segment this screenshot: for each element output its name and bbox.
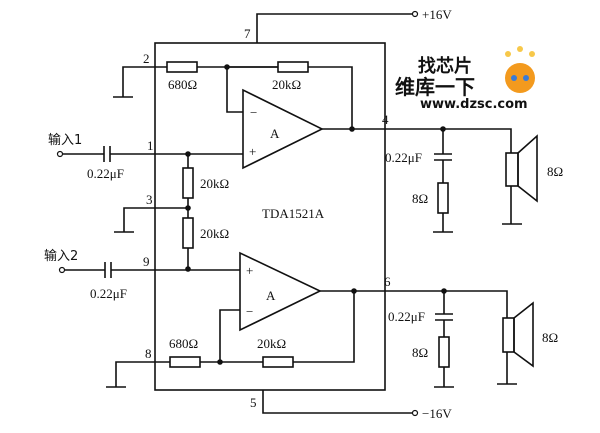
spk2-wire — [470, 290, 508, 384]
spk1-wire — [470, 128, 512, 224]
opamp-top-plus: + — [249, 144, 256, 159]
watermark-url: www.dzsc.com — [420, 97, 528, 112]
input1-terminal[interactable] — [56, 150, 64, 158]
mascot-crown — [505, 51, 511, 57]
zobel1-cap-label: 0.22μF — [385, 150, 422, 165]
pin-8: 8 — [145, 346, 152, 361]
watermark: 找芯片 维库一下 www.dzsc.com — [395, 46, 535, 112]
speaker2-label: 8Ω — [542, 330, 558, 345]
zobel1-capacitor — [434, 153, 452, 161]
input1-label: 输入1 — [48, 132, 82, 148]
watermark-line1: 找芯片 — [418, 55, 472, 77]
wire — [155, 291, 355, 363]
resistor-680-bottom — [169, 356, 201, 368]
speaker1-icon — [505, 152, 519, 187]
vee-wire — [262, 390, 413, 414]
input2-terminal[interactable] — [58, 266, 66, 274]
input1-cap-label: 0.22μF — [87, 166, 124, 181]
capacitor-in2 — [104, 262, 112, 278]
pin-3: 3 — [146, 192, 153, 207]
pin-2: 2 — [143, 51, 150, 66]
pin3-wire — [123, 207, 188, 232]
junction — [185, 266, 191, 272]
capacitor-in1 — [103, 146, 111, 162]
vcc-wire — [256, 13, 413, 43]
pin-6: 6 — [384, 274, 391, 289]
pin2-wire — [122, 66, 155, 97]
pin-7: 7 — [244, 26, 251, 41]
speaker1-label: 8Ω — [547, 164, 563, 179]
resistor-bias-1 — [182, 167, 194, 199]
wire — [219, 309, 240, 362]
resistor-680-top — [166, 61, 198, 73]
speaker1-cone — [517, 134, 538, 203]
resistor-20k-bottom — [262, 356, 294, 368]
r-in-bot-label: 680Ω — [169, 336, 198, 351]
zobel2-capacitor — [435, 313, 453, 321]
opamp-bottom — [239, 251, 322, 332]
zobel2-res-label: 8Ω — [412, 345, 428, 360]
r-bias-1-label: 20kΩ — [200, 176, 229, 191]
vcc-label: +16V — [422, 7, 452, 22]
opamp-bottom-minus: − — [246, 304, 253, 319]
resistor-bias-2 — [182, 217, 194, 249]
wire — [226, 67, 243, 113]
pin-5: 5 — [250, 395, 257, 410]
zobel1-resistor — [437, 182, 449, 214]
pin-4: 4 — [382, 112, 389, 127]
speaker2-icon — [502, 317, 515, 353]
opamp-bottom-plus: + — [246, 263, 253, 278]
ic-body — [154, 42, 386, 391]
opamp-top-minus: − — [250, 105, 257, 120]
chip-name: TDA1521A — [262, 206, 325, 221]
zobel2-resistor — [438, 336, 450, 368]
vcc-terminal — [411, 10, 419, 18]
r-in-top-label: 680Ω — [168, 77, 197, 92]
junction — [349, 126, 355, 132]
pin-1: 1 — [147, 138, 154, 153]
vee-label: −16V — [422, 406, 452, 421]
input2-cap-label: 0.22μF — [90, 286, 127, 301]
mascot-icon — [505, 63, 535, 93]
input2-label: 输入2 — [44, 248, 78, 264]
mascot-crown — [517, 46, 523, 52]
speaker2-cone — [513, 301, 534, 368]
resistor-20k-top — [277, 61, 309, 73]
r-bias-2-label: 20kΩ — [200, 226, 229, 241]
r-fb-bot-label: 20kΩ — [257, 336, 286, 351]
mascot-crown — [529, 51, 535, 57]
wire — [227, 66, 353, 129]
r-fb-top-label: 20kΩ — [272, 77, 301, 92]
opamp-top — [242, 88, 324, 170]
watermark-line2: 维库一下 — [395, 75, 475, 99]
opamp-top-label: A — [270, 126, 280, 141]
vee-terminal — [411, 409, 419, 417]
opamp-bottom-label: A — [266, 288, 276, 303]
mascot-eye — [511, 75, 517, 81]
pin8-wire — [115, 361, 155, 387]
mascot-eye — [523, 75, 529, 81]
zobel1-res-label: 8Ω — [412, 191, 428, 206]
pin-9: 9 — [143, 254, 150, 269]
zobel2-cap-label: 0.22μF — [388, 309, 425, 324]
